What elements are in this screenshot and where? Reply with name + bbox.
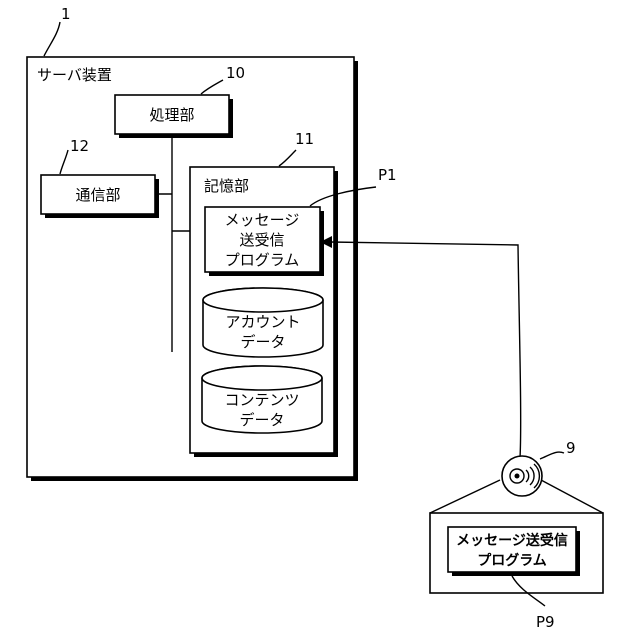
communication-ref: 12 (70, 137, 89, 155)
terminal-ref: 9 (566, 439, 576, 457)
account-data-cylinder: アカウント データ (203, 288, 323, 357)
processing-ref: 10 (226, 64, 245, 82)
server-label: サーバ装置 (37, 66, 112, 84)
storage-label: 記憶部 (204, 177, 249, 195)
storage-ref: 11 (295, 130, 314, 148)
terminal-program-line-1: メッセージ送受信 (456, 532, 568, 549)
content-data-line-1: コンテンツ (224, 391, 299, 409)
content-data-line-2: データ (239, 411, 284, 429)
processing-label: 処理部 (149, 106, 194, 124)
server-message-program: メッセージ 送受信 プログラム (205, 207, 324, 276)
communication-unit: 通信部 (41, 175, 159, 218)
terminal-program-line-2: プログラム (477, 552, 547, 569)
terminal-ref-leader (540, 452, 564, 459)
terminal-program-ref: P9 (536, 613, 555, 631)
program-line-3: プログラム (225, 251, 300, 269)
account-data-line-1: アカウント (225, 313, 300, 331)
server-ref-leader (44, 22, 60, 56)
content-data-cylinder: コンテンツ データ (202, 366, 322, 433)
processing-unit: 処理部 (115, 95, 233, 138)
program-line-2: 送受信 (239, 231, 284, 249)
program-line-1: メッセージ (225, 211, 300, 229)
terminal-message-program: メッセージ送受信 プログラム (448, 527, 580, 576)
communication-label: 通信部 (75, 186, 120, 204)
server-ref: 1 (61, 5, 71, 23)
program-ref: P1 (378, 166, 397, 184)
antenna-icon (515, 474, 520, 479)
network-link (330, 242, 521, 458)
account-data-line-2: データ (240, 333, 285, 351)
